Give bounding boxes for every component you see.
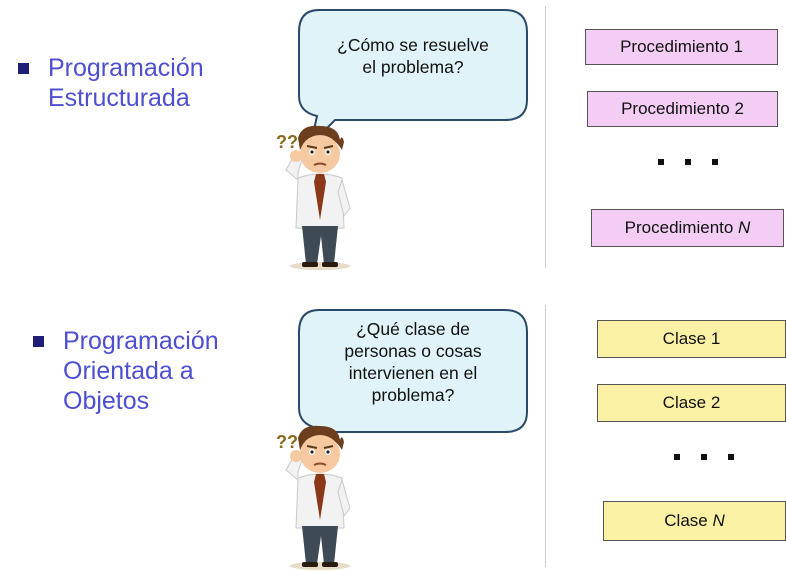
question-text-structured: ¿Cómo se resuelve el problema? [337,35,489,77]
question-text-oop: ¿Qué clase de personas o cosas intervien… [344,319,482,405]
class-label-1: Clase 1 [662,329,721,348]
speech-bubble-structured: ¿Cómo se resuelve el problema? [297,8,529,148]
bullet-structured [18,63,29,74]
divider-structured [545,6,546,268]
paradigm-label-structured: Programación Estructurada [48,54,204,112]
paradigm-label-oop: Programación Orientada a Objetos [63,327,219,415]
procedure-label-n: Procedimiento [624,218,739,237]
class-box-2: Clase 2 [597,384,786,422]
question-marks-icon: ?? [276,132,298,152]
procedure-box-1: Procedimiento 1 [585,29,778,65]
procedure-label-n-italic: N [738,218,751,237]
question-marks-icon: ?? [276,432,298,452]
class-label-n-italic: N [712,511,725,530]
confused-businessman-icon: ?? [276,425,351,570]
class-label-n: Clase [664,511,713,530]
speech-bubble-oop: ¿Qué clase de personas o cosas intervien… [297,308,529,458]
divider-oop [545,305,546,567]
speech-bubble-shape [298,9,528,148]
procedure-box-2: Procedimiento 2 [587,91,778,127]
ellipsis-oop [674,454,734,460]
class-box-1: Clase 1 [597,320,786,358]
class-label-2: Clase 2 [662,393,721,412]
procedure-box-n: Procedimiento N [591,209,784,247]
confused-businessman-icon: ?? [276,125,351,270]
procedure-label-2: Procedimiento 2 [621,99,744,118]
ellipsis-structured [658,159,718,165]
class-box-n: Clase N [603,501,786,541]
bullet-oop [33,336,44,347]
procedure-label-1: Procedimiento 1 [620,37,743,56]
